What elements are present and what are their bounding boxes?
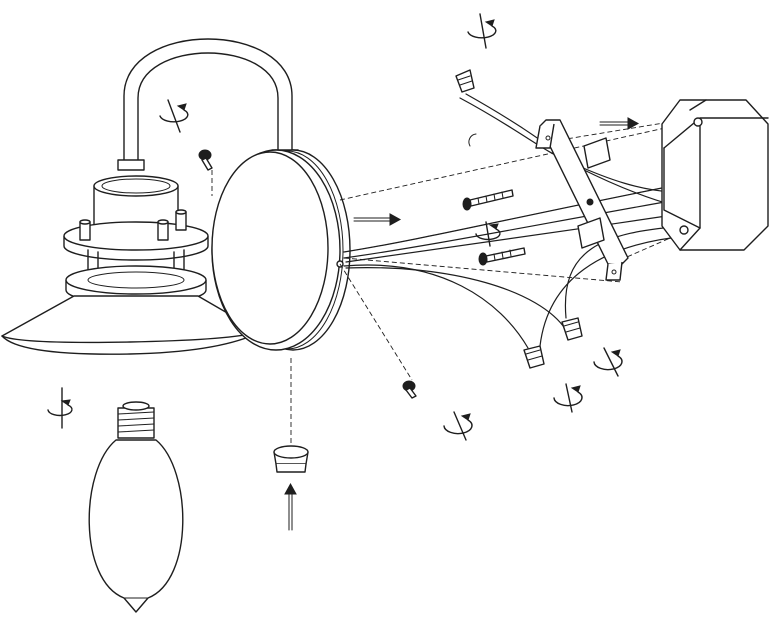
- small-screw-backplate: [402, 380, 417, 399]
- wire-connector-bottom-right: [561, 317, 583, 341]
- wire-connector-bottom-left: [523, 345, 545, 369]
- arrow-up-icon: [284, 482, 297, 531]
- wire-connector-top: [455, 69, 475, 93]
- mounting-bracket: [535, 119, 629, 281]
- mounting-screw-2: [478, 247, 526, 266]
- arrow-diagonal-icon: [468, 133, 477, 147]
- arrow-right-icon: [599, 117, 640, 130]
- wall-backplate: [211, 149, 351, 351]
- arrow-right-icon: [353, 213, 402, 226]
- rotate-clockwise-icon: [47, 387, 73, 429]
- lamp-shade: [1, 175, 261, 355]
- junction-box: [661, 99, 769, 251]
- rotate-clockwise-icon: [159, 99, 189, 133]
- mounting-screw: [462, 189, 514, 211]
- rotate-clockwise-icon: [467, 13, 497, 49]
- rotate-clockwise-icon: [475, 221, 501, 247]
- rotate-clockwise-icon: [443, 411, 473, 441]
- small-screw-arm: [198, 149, 213, 171]
- grommet: [273, 445, 309, 473]
- rotate-clockwise-icon: [593, 347, 623, 377]
- rotate-clockwise-icon: [553, 383, 583, 413]
- edison-bulb: [88, 401, 184, 613]
- wires: [343, 93, 689, 349]
